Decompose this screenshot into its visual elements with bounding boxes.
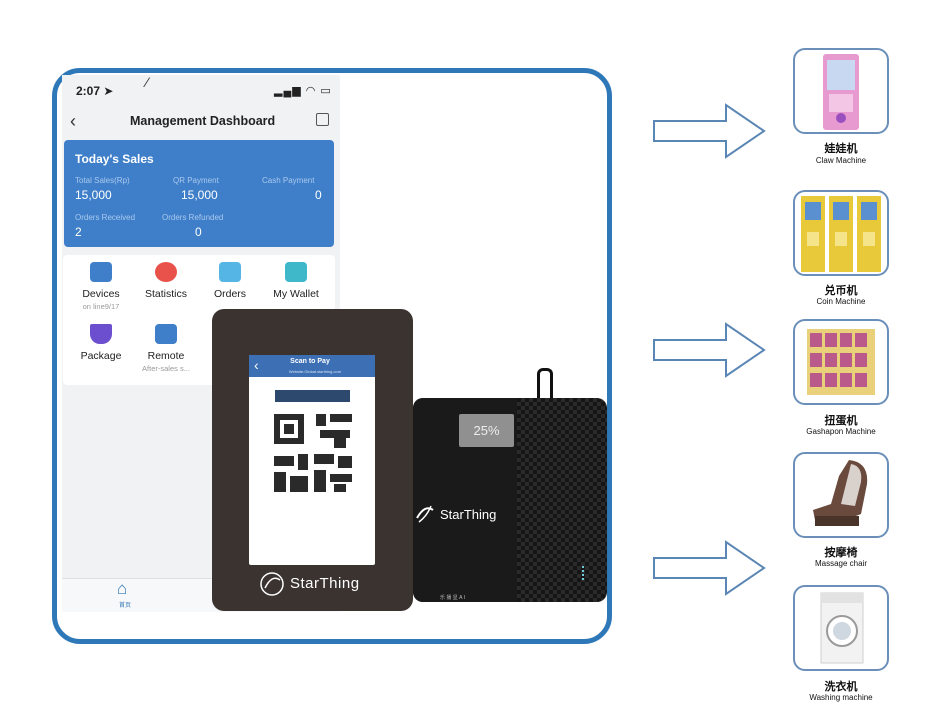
cash-payment-label: Cash Payment	[262, 176, 315, 185]
menu-statistics[interactable]: Statistics	[131, 262, 201, 300]
qr-code-icon	[274, 414, 352, 492]
status-mark: ⁄	[146, 74, 149, 90]
claw-machine-card	[793, 48, 889, 134]
machine-name-cn: 洗衣机	[824, 681, 858, 693]
menu-label: Remote	[147, 350, 185, 362]
orders-refunded-value: 0	[195, 225, 202, 239]
terminal-header	[249, 355, 375, 377]
terminal-url: Website:Global.starthing.com	[288, 369, 342, 374]
menu-package[interactable]: Package	[66, 324, 136, 362]
statistics-icon	[155, 262, 177, 282]
machine-name-en: Coin Machine	[816, 297, 866, 306]
wallet-icon	[285, 262, 307, 282]
menu-label: Statistics	[144, 288, 187, 300]
payment-badge	[275, 390, 350, 402]
cash-payment-value: 0	[315, 188, 322, 202]
gateway-tag: 乐 播 显 A I	[440, 595, 466, 601]
package-icon	[90, 324, 112, 344]
scan-icon[interactable]	[316, 113, 329, 126]
gashapon-machine-card	[793, 319, 889, 405]
menu-devices[interactable]: Devices on line9/17	[66, 262, 136, 311]
status-icons: ▂▄▆ ◠ ▭	[274, 85, 332, 97]
devices-icon	[90, 262, 112, 282]
menu-remote[interactable]: Remote After-sales s...	[131, 324, 201, 373]
page-title: Management Dashboard	[130, 114, 276, 128]
washing-machine-card	[793, 585, 889, 671]
machine-name-en: Gashapon Machine	[806, 427, 876, 436]
menu-sub: After-sales s...	[142, 364, 190, 373]
qr-payment-value: 15,000	[181, 188, 218, 202]
massage-chair-card	[793, 452, 889, 538]
tab-home-label[interactable]: 首页	[119, 603, 132, 609]
status-led	[582, 566, 588, 580]
status-time: 2:07 ➤	[76, 84, 114, 98]
sales-title: Today's Sales	[75, 152, 154, 166]
machine-name-cn: 娃娃机	[824, 143, 858, 155]
zoom-indicator: 25%	[459, 414, 514, 447]
back-icon[interactable]: ‹	[70, 111, 76, 131]
remote-icon	[155, 324, 177, 344]
coin-machine-card	[793, 190, 889, 276]
menu-label: My Wallet	[273, 288, 319, 300]
orders-received-value: 2	[75, 225, 82, 239]
machine-name-en: Massage chair	[814, 559, 868, 568]
menu-label: Devices	[82, 288, 120, 300]
total-sales-value: 15,000	[75, 188, 112, 202]
machine-name-cn: 兑币机	[824, 285, 858, 297]
menu-label: Package	[80, 350, 122, 362]
home-icon[interactable]: ⌂	[117, 579, 128, 598]
orders-icon	[219, 262, 241, 282]
machine-name-en: Washing machine	[809, 693, 873, 702]
qr-payment-label: QR Payment	[173, 176, 219, 185]
arrow-right-icon	[653, 540, 766, 596]
arrow-right-icon	[653, 322, 766, 378]
coin-machine-icon	[801, 196, 881, 272]
machine-name-cn: 按摩椅	[824, 547, 858, 559]
arrow-right-icon	[653, 103, 766, 159]
washing-machine-icon	[820, 592, 864, 664]
menu-wallet[interactable]: My Wallet	[261, 262, 331, 300]
terminal-brand: StarThing	[290, 575, 360, 592]
menu-orders[interactable]: Orders	[195, 262, 265, 300]
orders-received-label: Orders Received	[75, 213, 136, 222]
starthing-logo-icon	[416, 505, 434, 523]
gashapon-machine-icon	[807, 329, 875, 395]
total-sales-label: Total Sales(Rp)	[75, 176, 130, 185]
machine-name-cn: 扭蛋机	[824, 415, 858, 427]
menu-sub: on line9/17	[82, 302, 120, 311]
claw-machine-icon	[823, 54, 859, 130]
menu-label: Orders	[213, 288, 247, 300]
orders-refunded-label: Orders Refunded	[162, 213, 224, 222]
terminal-logo-icon	[260, 572, 284, 596]
antenna	[537, 368, 553, 400]
scan-to-pay-title: Scan to Pay	[290, 358, 330, 365]
massage-chair-icon	[813, 460, 868, 526]
gateway-brand: StarThing	[440, 507, 497, 522]
terminal-back-icon[interactable]: ‹	[254, 357, 259, 373]
today-sales-card	[64, 140, 334, 247]
machine-name-en: Claw Machine	[815, 156, 867, 165]
